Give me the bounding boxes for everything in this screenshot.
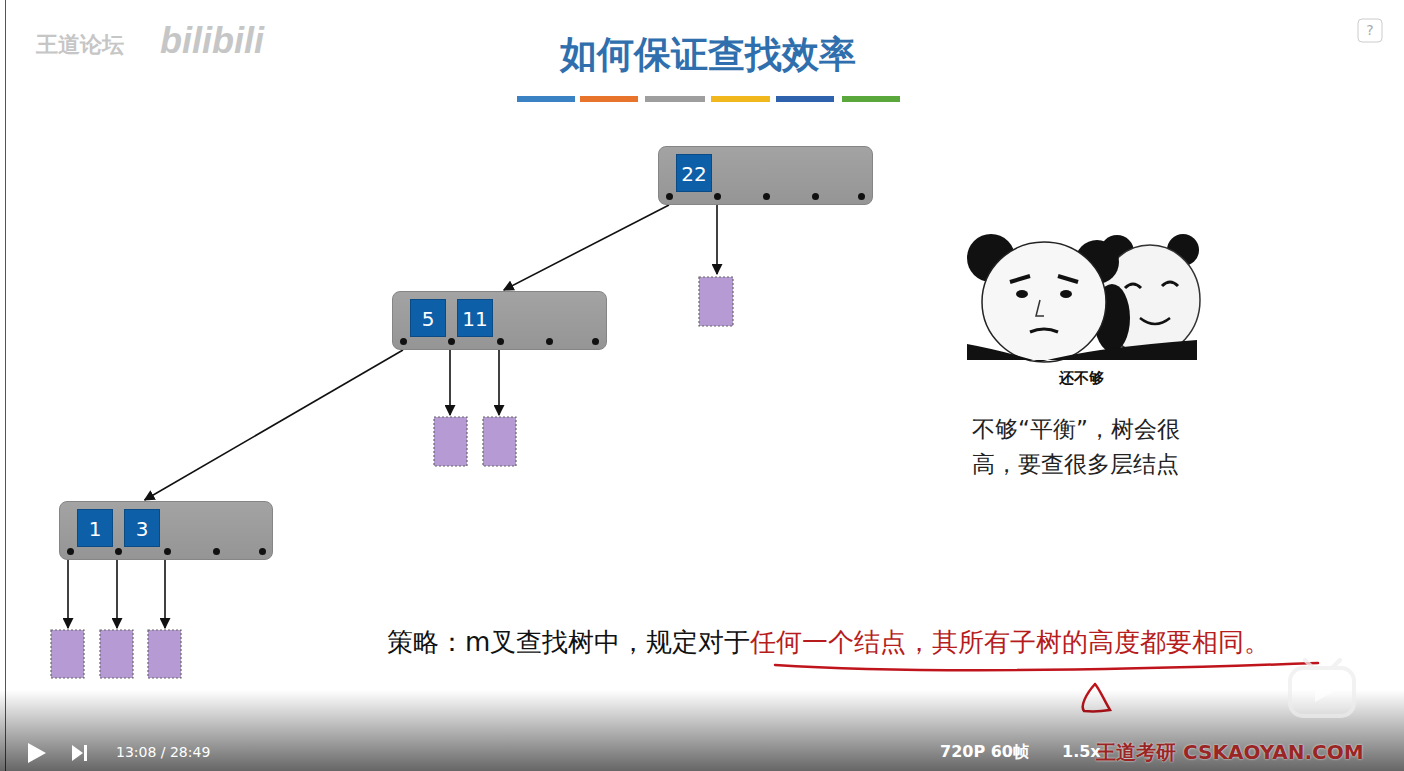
leaf-pointer-arrow [498,350,500,415]
pointer-dot [67,548,74,555]
note-text: 不够“平衡”，树会很高，要查很多层结点 [972,412,1214,482]
leaf-pointer-arrow [164,560,166,628]
player-bar [0,690,1404,771]
leaf-pointer-arrow [67,560,69,628]
leaf-pointer-arrow [716,205,718,274]
panda-meme [1016,290,1028,298]
pointer-dot [592,338,599,345]
color-bars [580,96,638,102]
player-bar [72,745,83,761]
child-pointer-arrow [504,205,669,290]
pointer-dot [666,193,673,200]
color-bars [711,96,770,102]
watermark-logo: bilibili [160,20,264,62]
panda-meme [1162,282,1178,286]
pointer-dot [858,193,865,200]
color-bars [517,96,900,102]
key-cell: 5 [410,299,446,337]
pointer-dot [812,193,819,200]
slide-title: 如何保证查找效率 [560,33,856,77]
bilibili-tv-icon [1290,660,1354,716]
panda-meme [1058,276,1078,282]
frame-edge [5,0,6,771]
key-cell: 11 [457,299,493,337]
panda-meme [1060,290,1072,298]
bilibili-tv-icon [1290,668,1354,716]
key-cell: 22 [676,154,712,192]
pointer-dot [448,338,455,345]
player-bar [84,745,87,761]
leaf-pointer-arrow [449,350,451,415]
color-bars [776,96,834,102]
panda-meme [982,242,1106,362]
panda-meme [967,340,1197,362]
leaf-subtree [100,630,133,678]
pointer-dot [164,548,171,555]
pointer-dot [714,193,721,200]
help-icon-frame [1358,19,1382,42]
speed-setting: 1.5x [1062,742,1101,761]
color-bars [842,96,900,102]
child-pointer-arrow [145,350,403,500]
pointer-dot [213,548,220,555]
panda-meme [1030,329,1058,332]
key-cell: 1 [77,509,113,547]
leaf-pointer-arrow [68,205,717,628]
help-icon-frame [1358,19,1382,42]
leaf-subtree [51,630,84,678]
color-bars [517,96,575,102]
pointer-dot [763,193,770,200]
key-cell: 3 [124,509,160,547]
player-bar [0,690,1404,771]
video-time: 13:08 / 28:49 [116,744,210,760]
panda-meme [1125,284,1141,288]
highlighted-text: 任何一个结点，其所有子树的高度都要相同。 [750,627,1270,658]
pointer-dot [259,548,266,555]
player-bar [28,743,46,763]
leaf-subtree [434,417,467,466]
meme-caption: 还不够 [1059,369,1104,388]
tree-node: 5 11 [392,291,607,350]
help-icon: ? [1359,20,1381,41]
panda-meme [1036,300,1044,316]
panda-meme [1140,318,1170,324]
leaf-subtree [483,417,516,466]
leaf-pointer-arrow [116,560,118,628]
pointer-dot [497,338,504,345]
pointer-dot [115,548,122,555]
leaf-subtree [699,277,733,326]
leaf-subtree [51,277,733,678]
pointer-dot [546,338,553,345]
bilibili-tv-icon [1315,682,1333,702]
panda-meme [967,234,1200,362]
quality-setting: 720P 60帧 [940,742,1029,763]
hand-drawn-underline [775,663,1318,670]
panda-meme [1010,276,1030,282]
strategy-text: 策略：m叉查找树中，规定对于 [387,627,750,658]
pointer-dot [400,338,407,345]
tree-node: 22 [658,146,873,205]
watermark-text: 王道论坛 [36,30,124,60]
watermark-text: 王道考研 CSKAOYAN.COM [1096,739,1364,766]
leaf-subtree [148,630,181,678]
color-bars [645,96,705,102]
tree-node: 13 [59,501,273,560]
